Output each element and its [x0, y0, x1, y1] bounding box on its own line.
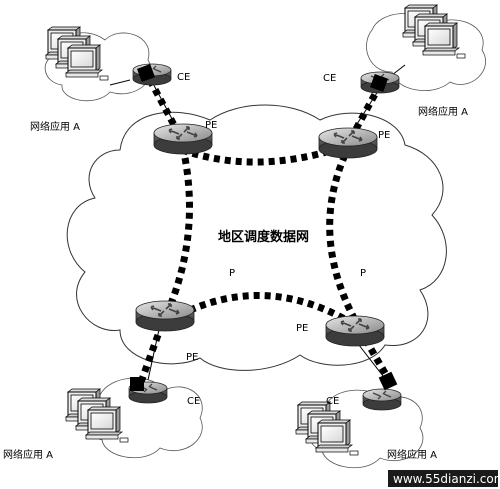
network-title: 地区调度数据网	[218, 229, 309, 245]
label-ce-top-left: CE	[177, 72, 190, 83]
label-ce-top-right: CE	[323, 73, 336, 84]
label-pe-bottom-left: PE	[186, 352, 198, 363]
watermark-bg	[388, 470, 498, 487]
label-pe-top-right: PE	[378, 130, 390, 141]
pe-router-bottom-right	[325, 315, 385, 347]
label-app-top-left: 网络应用 A	[30, 120, 80, 133]
pe-router-top-left	[153, 123, 213, 155]
label-app-bottom-left: 网络应用 A	[3, 448, 53, 461]
label-app-bottom-right: 网络应用 A	[387, 448, 437, 461]
ce-router-bottom-right	[362, 388, 402, 411]
label-pe-bottom-right: PE	[296, 323, 308, 334]
label-pe-top-left: PE	[205, 120, 217, 131]
pe-router-bottom-left	[135, 300, 195, 332]
pe-router-top-right	[318, 127, 378, 159]
label-p-left: P	[229, 268, 235, 279]
label-p-right: P	[360, 268, 366, 279]
label-ce-bottom-right: CE	[326, 396, 339, 407]
label-app-top-right: 网络应用 A	[418, 105, 468, 118]
label-ce-bottom-left: CE	[187, 396, 200, 407]
watermark-text: www.55dianzi.com	[393, 472, 500, 486]
tunnel-endpoints	[130, 64, 398, 391]
